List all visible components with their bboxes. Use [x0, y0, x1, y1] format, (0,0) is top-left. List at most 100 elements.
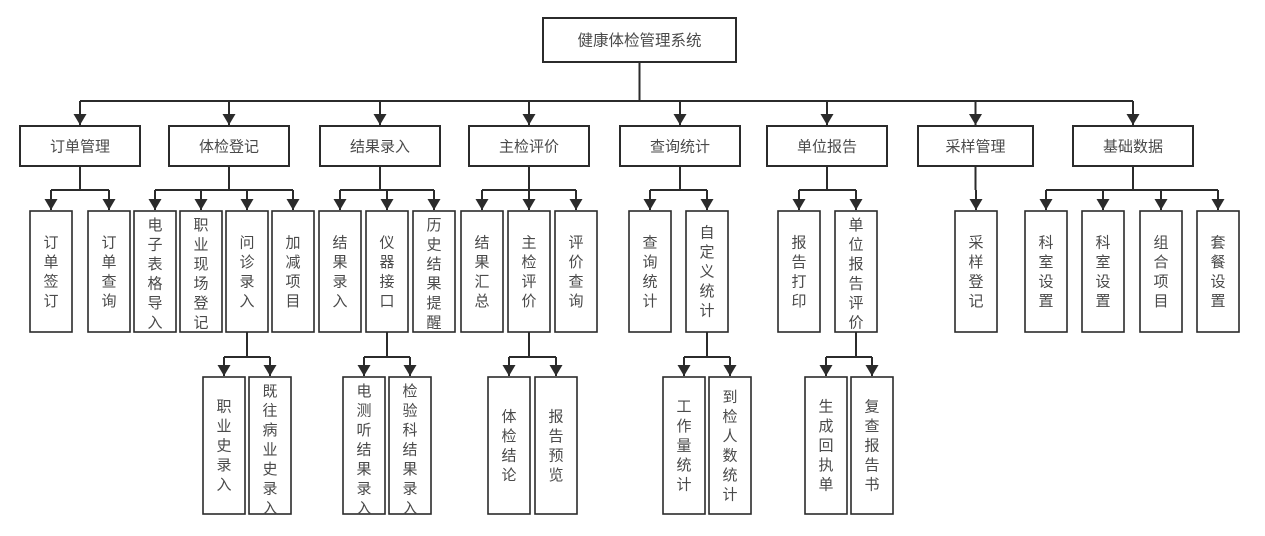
node-label: 基础数据: [1103, 138, 1163, 156]
level3-node-20[interactable]: 组合项目: [1139, 210, 1183, 333]
level3-node-11[interactable]: 主检评价: [507, 210, 551, 333]
level3-node-6[interactable]: 加减项目: [271, 210, 315, 333]
node-label: 采样登记: [968, 233, 983, 310]
level4-node-3[interactable]: 电测听结果录入: [342, 376, 386, 517]
level3-node-2[interactable]: 订单查询: [87, 210, 131, 333]
level3-node-21[interactable]: 套餐设置: [1196, 210, 1240, 333]
root-node-health-exam-system[interactable]: 健康体检管理系统: [542, 17, 737, 63]
level2-node-8[interactable]: 基础数据: [1072, 125, 1194, 167]
level3-node-13[interactable]: 查询统计: [628, 210, 672, 333]
node-label: 仪器接口: [379, 233, 394, 310]
level3-node-15[interactable]: 报告打印: [777, 210, 821, 333]
level4-node-2[interactable]: 既往病业史录入: [248, 376, 292, 517]
node-label: 检验科结果录入: [402, 382, 417, 517]
node-boxes: 健康体检管理系统订单管理体检登记结果录入主检评价查询统计单位报告采样管理基础数据…: [19, 17, 1240, 517]
level4-node-4[interactable]: 检验科结果录入: [388, 376, 432, 517]
level3-node-14[interactable]: 自定义统计: [685, 210, 729, 333]
node-box-rect: [202, 376, 246, 515]
level3-node-8[interactable]: 仪器接口: [365, 210, 409, 333]
level4-node-1[interactable]: 职业史录入: [202, 376, 246, 515]
level4-node-10[interactable]: 复查报告书: [850, 376, 894, 515]
arrow-head-icon: [673, 114, 687, 125]
node-box-rect: [1196, 210, 1240, 333]
node-box-rect: [834, 210, 878, 333]
level4-node-6[interactable]: 报告预览: [534, 376, 578, 515]
node-label: 订单管理: [50, 138, 110, 156]
arrow-head-icon: [820, 114, 834, 125]
level2-node-1[interactable]: 订单管理: [19, 125, 141, 167]
level2-node-3[interactable]: 结果录入: [319, 125, 441, 167]
arrow-head-icon: [849, 199, 863, 210]
level3-node-9[interactable]: 历史结果提醒: [412, 210, 456, 333]
level4-node-5[interactable]: 体检结论: [487, 376, 531, 515]
arrow-head-icon: [403, 365, 417, 376]
level2-node-4[interactable]: 主检评价: [468, 125, 590, 167]
node-label: 科室设置: [1095, 233, 1110, 310]
connector-lines: [44, 62, 1225, 376]
level3-node-19[interactable]: 科室设置: [1081, 210, 1125, 333]
level2-node-7[interactable]: 采样管理: [917, 125, 1034, 167]
node-label: 评价查询: [568, 233, 583, 310]
arrow-head-icon: [194, 199, 208, 210]
node-label: 加减项目: [285, 233, 300, 310]
node-box-rect: [777, 210, 821, 333]
level3-node-17[interactable]: 采样登记: [954, 210, 998, 333]
level3-node-3[interactable]: 电子表格导入: [133, 210, 177, 333]
level3-node-7[interactable]: 结果录入: [318, 210, 362, 333]
level2-node-5[interactable]: 查询统计: [619, 125, 741, 167]
node-label: 体检结论: [501, 407, 516, 484]
level4-node-8[interactable]: 到检人数统计: [708, 376, 752, 515]
node-label: 生成回执单: [818, 397, 833, 493]
level3-node-5[interactable]: 问诊录入: [225, 210, 269, 333]
node-box-rect: [271, 210, 315, 333]
level2-node-2[interactable]: 体检登记: [168, 125, 290, 167]
arrow-head-icon: [148, 199, 162, 210]
node-box-rect: [534, 376, 578, 515]
node-box-rect: [1081, 210, 1125, 333]
arrow-head-icon: [549, 365, 563, 376]
arrow-head-icon: [819, 365, 833, 376]
node-box-rect: [487, 376, 531, 515]
node-label: 单位报告评价: [848, 216, 863, 332]
node-label: 采样管理: [945, 138, 1005, 156]
node-box-rect: [1072, 125, 1194, 167]
node-label: 主检评价: [521, 233, 536, 310]
level3-node-12[interactable]: 评价查询: [554, 210, 598, 333]
node-box-rect: [685, 210, 729, 333]
node-box-rect: [225, 210, 269, 333]
arrow-head-icon: [73, 114, 87, 125]
node-box-rect: [133, 210, 177, 333]
arrow-head-icon: [643, 199, 657, 210]
node-label: 主检评价: [499, 138, 559, 156]
level2-node-6[interactable]: 单位报告: [766, 125, 888, 167]
arrow-head-icon: [522, 199, 536, 210]
node-box-rect: [628, 210, 672, 333]
level3-node-4[interactable]: 职业现场登记: [179, 210, 223, 333]
node-box-rect: [412, 210, 456, 333]
node-label: 历史结果提醒: [426, 216, 441, 332]
node-label: 健康体检管理系统: [577, 32, 701, 50]
node-box-rect: [766, 125, 888, 167]
node-box-rect: [954, 210, 998, 333]
level3-node-10[interactable]: 结果汇总: [460, 210, 504, 333]
level3-node-1[interactable]: 订单签订: [29, 210, 73, 333]
level3-node-16[interactable]: 单位报告评价: [834, 210, 878, 333]
arrow-head-icon: [1096, 199, 1110, 210]
node-label: 工作量统计: [676, 397, 691, 493]
node-box-rect: [619, 125, 741, 167]
node-label: 结果录入: [332, 233, 347, 310]
level3-node-18[interactable]: 科室设置: [1024, 210, 1068, 333]
level4-node-9[interactable]: 生成回执单: [804, 376, 848, 515]
node-box-rect: [19, 125, 141, 167]
node-label: 复查报告书: [864, 397, 879, 493]
level4-node-7[interactable]: 工作量统计: [662, 376, 706, 515]
node-box-rect: [168, 125, 290, 167]
node-label: 既往病业史录入: [262, 382, 277, 517]
arrow-head-icon: [677, 365, 691, 376]
arrow-head-icon: [286, 199, 300, 210]
arrow-head-icon: [723, 365, 737, 376]
arrow-head-icon: [44, 199, 58, 210]
node-label: 到检人数统计: [722, 387, 737, 503]
node-label: 结果录入: [350, 138, 410, 156]
